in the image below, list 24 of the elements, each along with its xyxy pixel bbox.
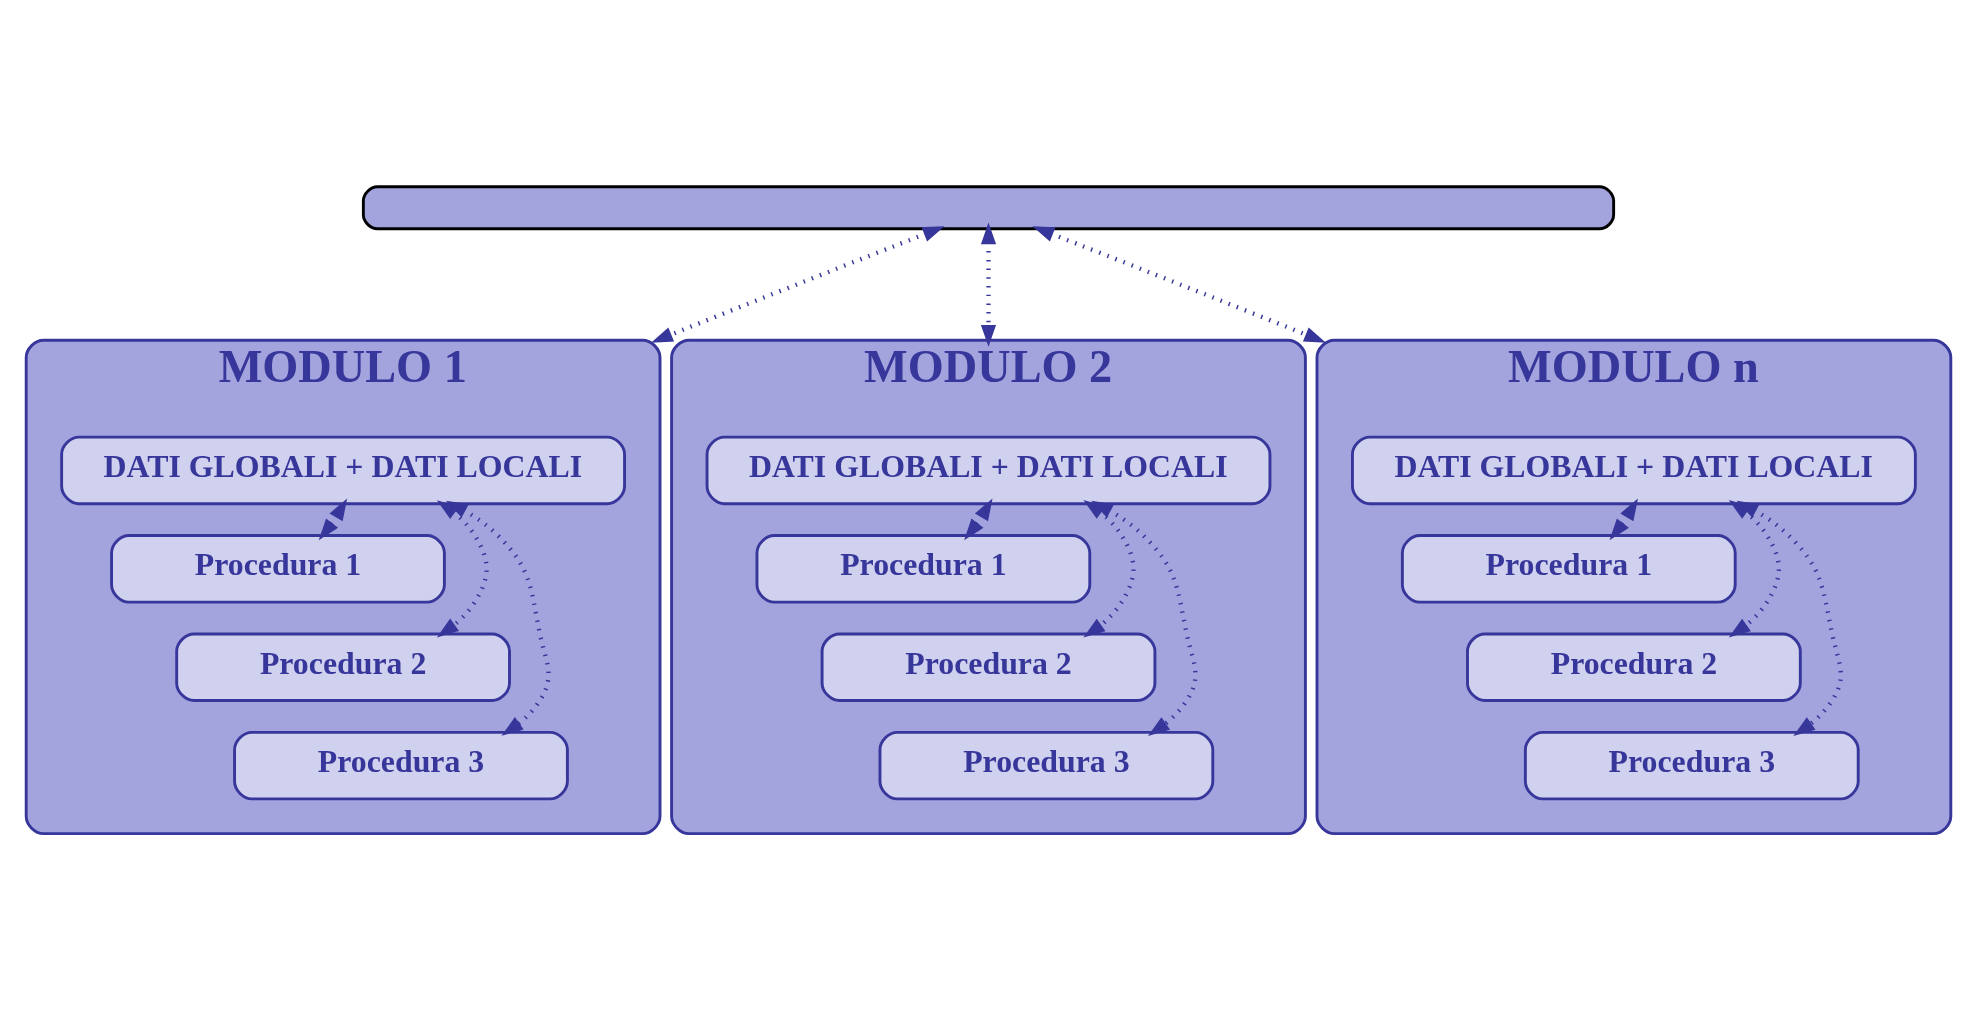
arrow	[1609, 498, 1638, 541]
node-box: Procedura 1	[1400, 534, 1737, 604]
arrow	[1091, 500, 1198, 736]
arrow	[651, 226, 945, 343]
node-box: Procedura 1	[755, 534, 1092, 604]
arrow	[318, 498, 348, 541]
node-box	[361, 185, 1616, 231]
node-box: Procedura 3	[1523, 730, 1860, 801]
arrow	[1032, 226, 1326, 343]
node-box: Procedura 3	[878, 730, 1215, 801]
arrow	[980, 222, 997, 347]
node-box: Procedura 2	[820, 632, 1157, 702]
arrow	[436, 500, 489, 638]
arrow	[964, 498, 993, 541]
node-box: DATI GLOBALI + DATI LOCALI	[705, 435, 1272, 506]
node-box: Procedura 3	[233, 730, 569, 801]
arrow	[446, 500, 551, 736]
node-box: Procedura 1	[110, 534, 446, 604]
node-box: Procedura 2	[175, 632, 511, 702]
node-box: DATI GLOBALI + DATI LOCALI	[1351, 435, 1917, 506]
node-box: DATI GLOBALI + DATI LOCALI	[60, 435, 626, 506]
arrow	[1736, 500, 1843, 736]
node-box: Procedura 2	[1466, 632, 1802, 702]
arrow	[1728, 500, 1782, 638]
